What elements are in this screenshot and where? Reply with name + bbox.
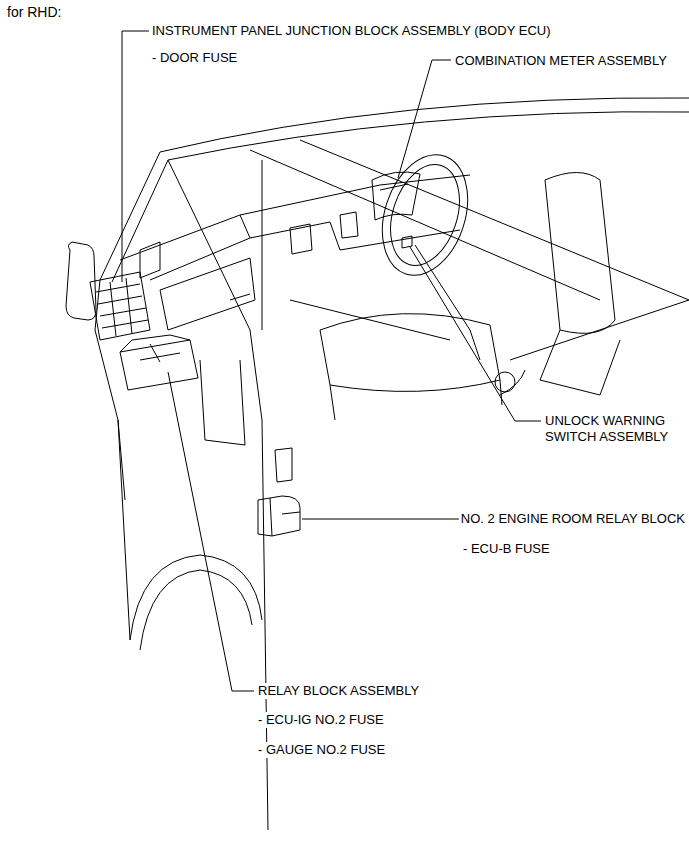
fuse-name: - ECU-IG NO.2 FUSE: [258, 712, 384, 728]
b-pillar: [250, 160, 268, 830]
steering-column: [415, 245, 480, 360]
fuse-name: - ECU-B FUSE: [463, 541, 550, 557]
dashboard: [120, 175, 470, 280]
part-name: RELAY BLOCK ASSEMBLY: [258, 683, 419, 699]
part-name: NO. 2 ENGINE ROOM RELAY BLOCK: [461, 511, 685, 527]
dash-vents: [140, 212, 358, 278]
fuse-name: - GAUGE NO.2 FUSE: [258, 742, 385, 758]
part-name: INSTRUMENT PANEL JUNCTION BLOCK ASSEMBLY…: [152, 23, 551, 39]
driver-seat: [540, 173, 620, 396]
body-side: [118, 360, 245, 640]
leader-line: [410, 247, 541, 421]
view-title: for RHD:: [7, 4, 61, 20]
leader-line: [122, 31, 149, 282]
fuse-name: - DOOR FUSE: [152, 50, 237, 66]
relay-block: [120, 335, 198, 390]
floor-lines: [290, 300, 689, 395]
junction-block: [90, 272, 150, 340]
steering-wheel: [368, 144, 482, 287]
engine-room-relay-block: [258, 496, 300, 536]
glovebox: [160, 258, 255, 330]
part-name: UNLOCK WARNING SWITCH ASSEMBLY: [545, 413, 685, 445]
roof-line: [160, 98, 689, 152]
door-handle: [275, 448, 292, 482]
leader-line: [398, 60, 451, 178]
center-console: [320, 314, 502, 420]
combination-meter: [372, 172, 420, 220]
unlock-warning-switch: [402, 236, 412, 248]
pedal: [495, 372, 515, 392]
leader-line: [302, 519, 459, 520]
leader-line: [168, 372, 254, 691]
wheel-arch: [130, 555, 262, 650]
windshield-edge: [168, 112, 689, 160]
part-name: COMBINATION METER ASSEMBLY: [455, 53, 667, 69]
headliner: [250, 140, 689, 300]
door-mirror: [66, 242, 96, 320]
